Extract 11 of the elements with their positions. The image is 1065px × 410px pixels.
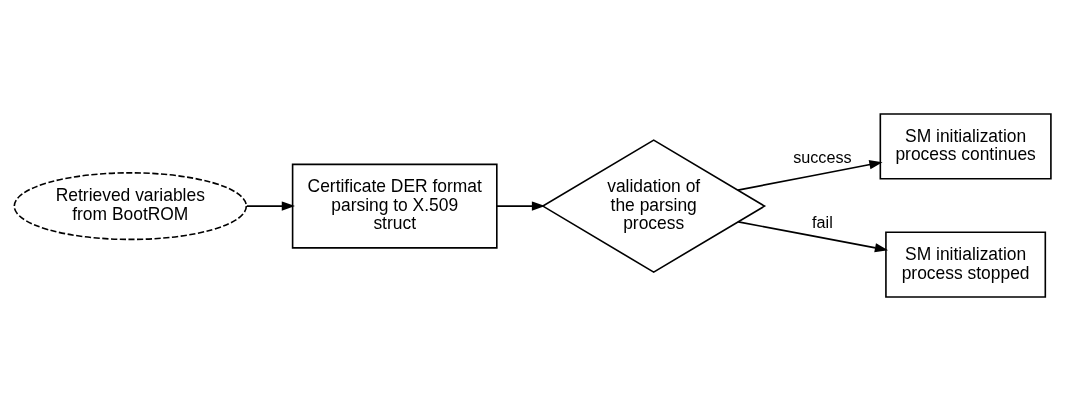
node-box: SM initialization process stopped [885,230,1047,298]
arrow [246,201,295,211]
edge-label: success [793,147,852,166]
node-ellipse: Retrieved variables from BootROM [13,171,248,240]
edge-label: fail [812,212,833,231]
arrow [496,201,546,211]
arrow [737,159,883,191]
arrow [737,220,889,252]
node-diamond: validation of the parsing process [541,138,767,273]
node-box: Certificate DER format parsing to X.509 struct [291,163,498,249]
node-box: SM initialization process continues [879,112,1052,180]
